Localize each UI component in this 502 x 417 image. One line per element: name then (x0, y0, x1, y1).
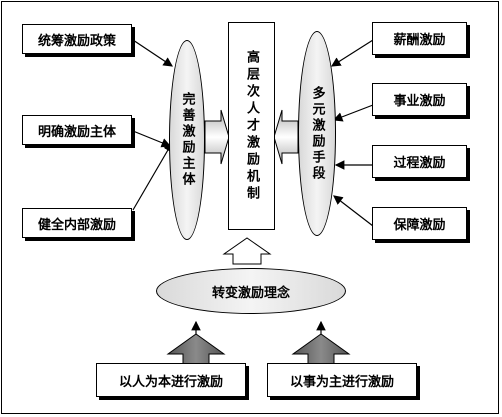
bottom-ellipse: 转变激励理念 (156, 268, 346, 314)
center-rect: 高层次人才激励机制 (228, 22, 275, 230)
right-ellipse: 多元激励手段 (298, 31, 336, 236)
right-box-3: 过程激励 (372, 145, 467, 178)
block-arrow-up-center (222, 237, 272, 265)
left-ellipse-label: 完善激励主体 (179, 92, 195, 188)
arrow-right-2 (332, 104, 374, 122)
right-box-2: 事业激励 (372, 83, 467, 116)
block-arrow-right (273, 109, 299, 165)
block-arrow-up-right (291, 333, 351, 365)
arrow-left-2 (132, 130, 172, 148)
left-ellipse: 完善激励主体 (169, 40, 205, 240)
block-arrow-up-left (166, 333, 226, 365)
arrow-right-1 (330, 39, 374, 67)
right-box-1: 薪酬激励 (372, 22, 467, 55)
block-arrow-left (204, 109, 230, 165)
right-box-4: 保障激励 (372, 207, 467, 240)
bottom-box-left: 以人为本进行激励 (96, 363, 246, 397)
arrow-right-4 (333, 195, 374, 227)
left-box-3: 健全内部激励 (22, 208, 132, 238)
arrow-left-3 (132, 141, 173, 211)
left-box-1: 统筹激励政策 (22, 24, 132, 54)
bottom-box-right: 以事为主进行激励 (267, 363, 417, 397)
center-rect-label: 高层次人才激励机制 (244, 49, 259, 203)
arrow-left-1 (132, 39, 173, 67)
left-box-2: 明确激励主体 (22, 115, 132, 145)
bottom-ellipse-label: 转变激励理念 (211, 285, 290, 301)
right-ellipse-label: 多元激励手段 (309, 85, 325, 182)
